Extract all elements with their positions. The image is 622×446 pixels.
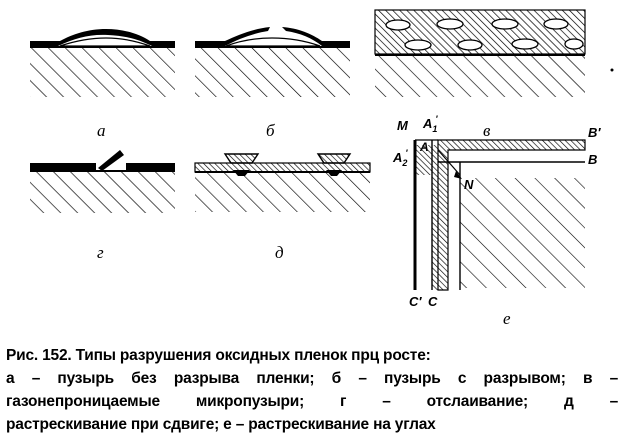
point-label-A: A	[420, 140, 429, 154]
caption-line-2: а – пузырь без разрыва пленки; б – пузыр…	[6, 370, 618, 387]
caption-line-4: растрескивание при сдвиге; е – растрески…	[6, 416, 436, 433]
point-label-A1: A1′	[423, 114, 438, 134]
panel-label-b: б	[266, 121, 275, 140]
caption-line-3: газонепроницаемые микропузыри; г – отсла…	[6, 393, 618, 410]
caption-line-1: Рис. 152. Типы разрушения оксидных плено…	[6, 347, 431, 364]
panel-d-drawing	[194, 153, 371, 212]
figure-caption: Рис. 152. Типы разрушения оксидных плено…	[6, 344, 618, 436]
panel-label-e: е	[503, 309, 511, 328]
panel-e-drawing	[413, 139, 586, 291]
oxide-film-failure-figure: а б в г д е M A1′ A A2′ B′ B N C′ C	[30, 9, 614, 328]
point-label-C-prime: C′	[409, 294, 422, 309]
point-label-A2: A2′	[393, 148, 408, 168]
panel-b-drawing	[195, 27, 350, 97]
point-label-N: N	[464, 177, 474, 192]
figure-drawing	[30, 9, 614, 291]
point-label-M: M	[397, 118, 408, 133]
panel-a-drawing	[30, 29, 175, 97]
panel-label-g: г	[97, 243, 104, 262]
panel-v-drawing	[374, 9, 614, 97]
point-label-B-prime: B′	[588, 125, 601, 140]
panel-label-d: д	[275, 243, 284, 262]
point-label-C: C	[428, 294, 438, 309]
panel-g-drawing	[30, 150, 175, 213]
panel-label-a: а	[97, 121, 106, 140]
point-label-B: B	[588, 152, 598, 167]
panel-label-v: в	[483, 121, 491, 140]
